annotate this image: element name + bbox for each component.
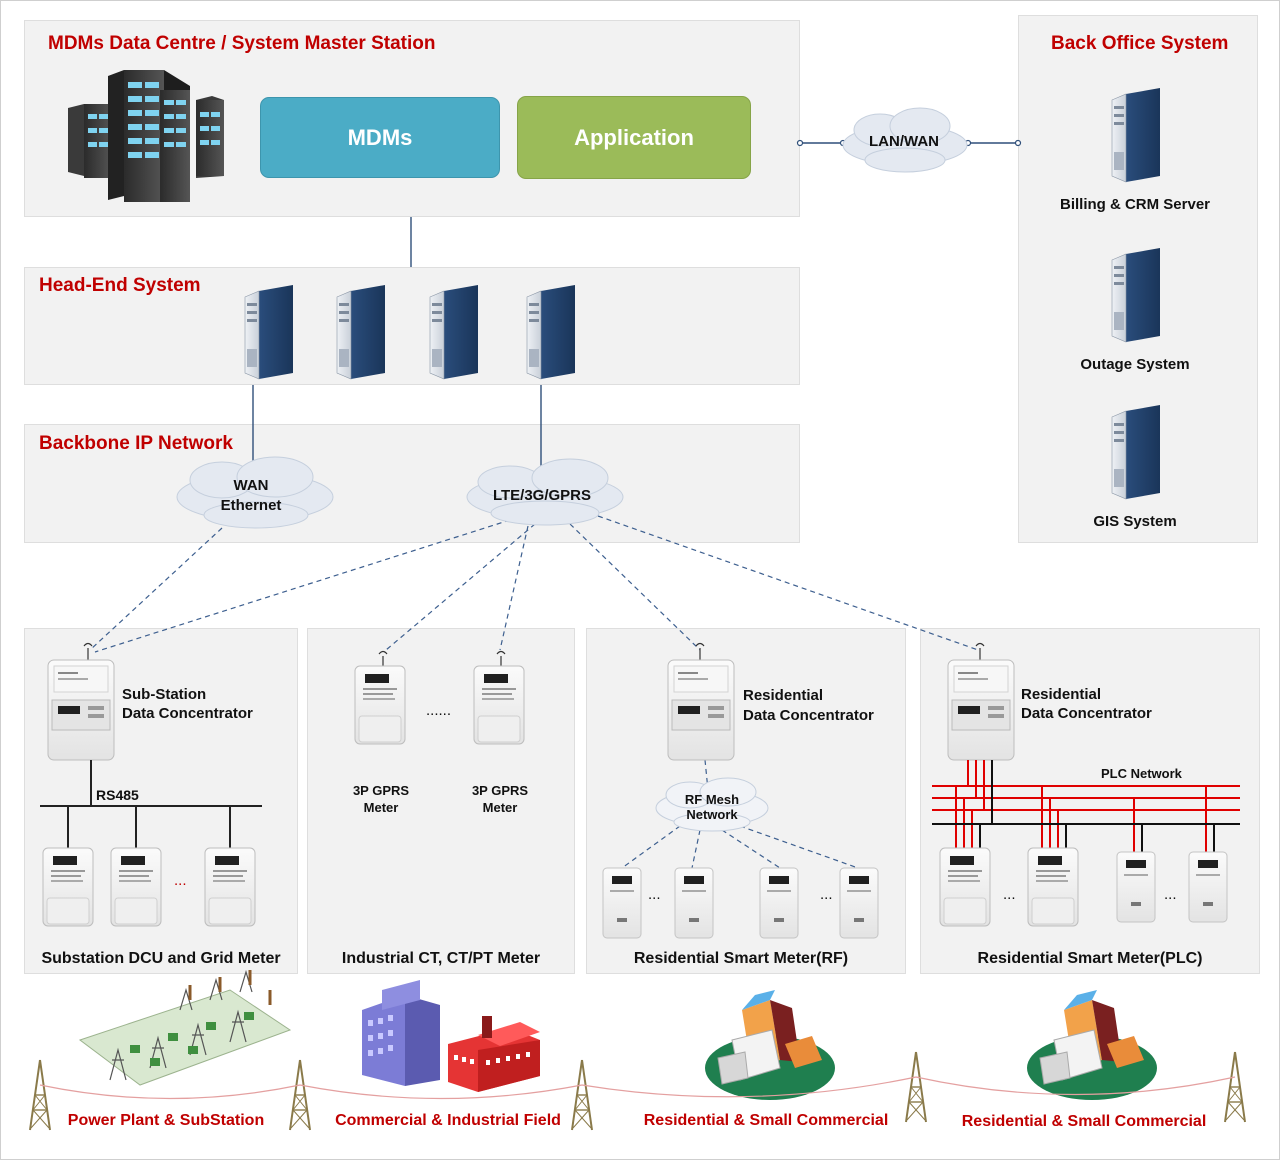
industrial-ellipsis: ...... [426,702,452,719]
head-end-server-icon [244,284,294,380]
antenna-icons [83,642,985,666]
plc-meter-icon [939,847,991,927]
rf-smart-meter-icon [839,867,879,939]
plc-network-label: PLC Network [1101,766,1182,781]
head-end-panel [24,267,800,385]
rf-footer: Residential Smart Meter(RF) [633,950,849,967]
substation-dcu-line2: Data Concentrator [122,705,253,722]
plc-network-lines [932,760,1240,852]
rf-dcu-line2: Data Concentrator [743,707,874,724]
substation-ellipsis: ... [174,872,187,889]
substation-footer: Substation DCU and Grid Meter [41,950,281,967]
mdms-label: MDMs [347,124,413,150]
industrial-panel [307,628,575,974]
field-label-commercial-industrial: Commercial & Industrial Field [335,1112,561,1129]
lan-wan-label: LAN/WAN [869,133,939,150]
lte-label: LTE/3G/GPRS [492,487,592,504]
rf-mesh-line2: Network [686,807,738,822]
lte-cloud [466,458,624,526]
plc-footer: Residential Smart Meter(PLC) [977,950,1203,967]
head-end-server-icon [526,284,576,380]
plc-smart-meter-icon [1188,851,1228,923]
power-plant-illustration [78,969,292,1086]
industrial-footer: Industrial CT, CT/PT Meter [341,950,541,967]
plc-ellipsis-1: ... [1003,886,1016,903]
billing-server-icon [1111,87,1161,183]
plc-dcu-icon [947,659,1015,761]
plc-ellipsis-2: ... [1164,886,1177,903]
head-end-server-icon [429,284,479,380]
rf-smart-meter-icon [759,867,799,939]
field-label-residential-2: Residential & Small Commercial [961,1113,1207,1130]
dashed-links [89,515,979,869]
plc-meter-icon [1027,847,1079,927]
field-label-power-plant: Power Plant & SubStation [67,1112,265,1129]
plc-dcu-line1: Residential [1021,686,1102,703]
wan-ethernet-cloud [176,456,334,529]
grid-meter-icon [204,847,256,927]
head-end-server-icon [336,284,386,380]
billing-crm-label: Billing & CRM Server [1059,196,1211,213]
outage-system-label: Outage System [1080,356,1190,373]
gprs-meter-icon [354,665,406,745]
rf-dcu-line1: Residential [743,687,824,704]
wan-label: WAN [233,477,269,494]
field-label-residential-1: Residential & Small Commercial [643,1112,889,1129]
grid-meter-icon [110,847,162,927]
gprs-meter-2-line2: Meter [482,800,518,815]
head-end-title: Head-End System [39,275,201,296]
gprs-meter-1-line1: 3P GPRS [352,783,410,798]
plc-smart-meter-icon [1116,851,1156,923]
application-label: Application [574,124,694,150]
power-wires [39,1076,1236,1100]
ethernet-label: Ethernet [220,497,282,514]
rf-smart-meter-icon [674,867,714,939]
substation-dcu-line1: Sub-Station [122,686,207,703]
rf-mesh-line1: RF Mesh [684,792,740,807]
solid-links [252,142,1018,478]
gprs-meter-1-line2: Meter [363,800,399,815]
residential-illustration-1 [705,990,835,1100]
gis-server-icon [1111,404,1161,500]
grid-meter-icon [42,847,94,927]
rf-mesh-cloud [655,777,769,832]
application-box: Application [517,96,751,179]
residential-illustration-2 [1027,990,1157,1100]
rf-ellipsis-1: ... [648,886,661,903]
gprs-meter-icon [473,665,525,745]
outage-server-icon [1111,247,1161,343]
industrial-buildings-illustration [362,980,540,1092]
rs485-label: RS485 [96,787,139,803]
plc-dcu-line2: Data Concentrator [1021,705,1152,722]
gprs-meter-2-line1: 3P GPRS [471,783,529,798]
rf-ellipsis-2: ... [820,886,833,903]
gis-system-label: GIS System [1093,513,1177,530]
residential-dcu-icon [667,659,735,761]
rack-server-icon [68,70,224,202]
back-office-title: Back Office System [1051,33,1229,54]
rs485-bus [40,760,262,848]
mdms-station-title: MDMs Data Centre / System Master Station [48,33,436,54]
lan-wan-cloud [842,107,968,173]
mdms-box: MDMs [260,97,500,178]
backbone-title: Backbone IP Network [39,433,233,454]
rf-smart-meter-icon [602,867,642,939]
substation-dcu-icon [47,659,115,761]
backbone-panel [24,424,800,543]
